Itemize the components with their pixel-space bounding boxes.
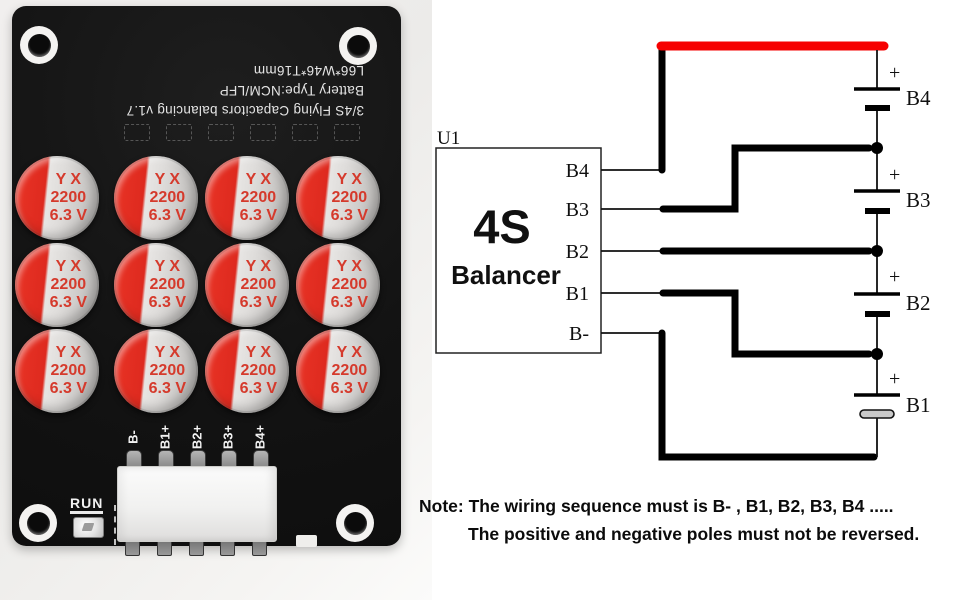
mounting-hole <box>19 504 57 542</box>
battery-plus-plates <box>854 87 900 397</box>
junction-dot <box>871 245 883 257</box>
mounting-hole <box>339 27 377 65</box>
plus-sign: + <box>889 62 900 84</box>
smd-footprint <box>334 124 360 141</box>
pin-name-b1: B1 <box>566 283 589 305</box>
cell-label-b3: B3 <box>906 188 931 212</box>
battery-minus-plates <box>865 105 890 317</box>
cell-label-b1: B1 <box>906 393 931 417</box>
smd-footprint <box>250 124 276 141</box>
mounting-hole <box>20 26 58 64</box>
pin-stubs <box>601 169 664 334</box>
pin-name-b3: B3 <box>566 199 589 221</box>
plus-sign: + <box>889 266 900 288</box>
note-line-1: Note: The wiring sequence must is B- , B… <box>419 496 894 516</box>
plus-sign: + <box>889 164 900 186</box>
smd-footprint <box>292 124 318 141</box>
cell-label-b4: B4 <box>906 86 931 110</box>
smd-footprint <box>208 124 234 141</box>
smd-footprint <box>166 124 192 141</box>
battery-b1-minus-plate <box>859 409 895 419</box>
junction-dot <box>871 142 883 154</box>
chip-subtitle: Balancer <box>451 260 561 290</box>
chip-title: 4S <box>473 200 531 253</box>
plus-sign: + <box>889 368 900 390</box>
board-notch <box>296 535 317 547</box>
pin-name-bminus: B- <box>569 323 589 345</box>
ref-designator: U1 <box>437 128 460 149</box>
balance-connector <box>117 466 277 542</box>
smd-footprint <box>124 124 150 141</box>
run-led <box>73 517 104 538</box>
balancer-box <box>435 147 602 354</box>
wire-bminus <box>658 329 878 461</box>
mounting-hole <box>336 504 374 542</box>
note-line-2: The positive and negative poles must not… <box>468 524 920 544</box>
cell-label-b2: B2 <box>906 291 931 315</box>
run-underline <box>70 511 103 514</box>
pin-name-b2: B2 <box>566 241 589 263</box>
wire-b3 <box>659 144 873 213</box>
wire-b1 <box>659 289 873 358</box>
board-photo: 3/4S Flying Capacitors balancing v1.7 Ba… <box>0 0 432 600</box>
silkscreen-dash-line <box>114 505 116 545</box>
junction-dot <box>871 348 883 360</box>
wiring-diagram: U1 4S Balancer B4 B3 B2 B1 B- <box>435 41 931 461</box>
pin-name-b4: B4 <box>566 160 589 182</box>
run-label: RUN <box>70 495 104 511</box>
